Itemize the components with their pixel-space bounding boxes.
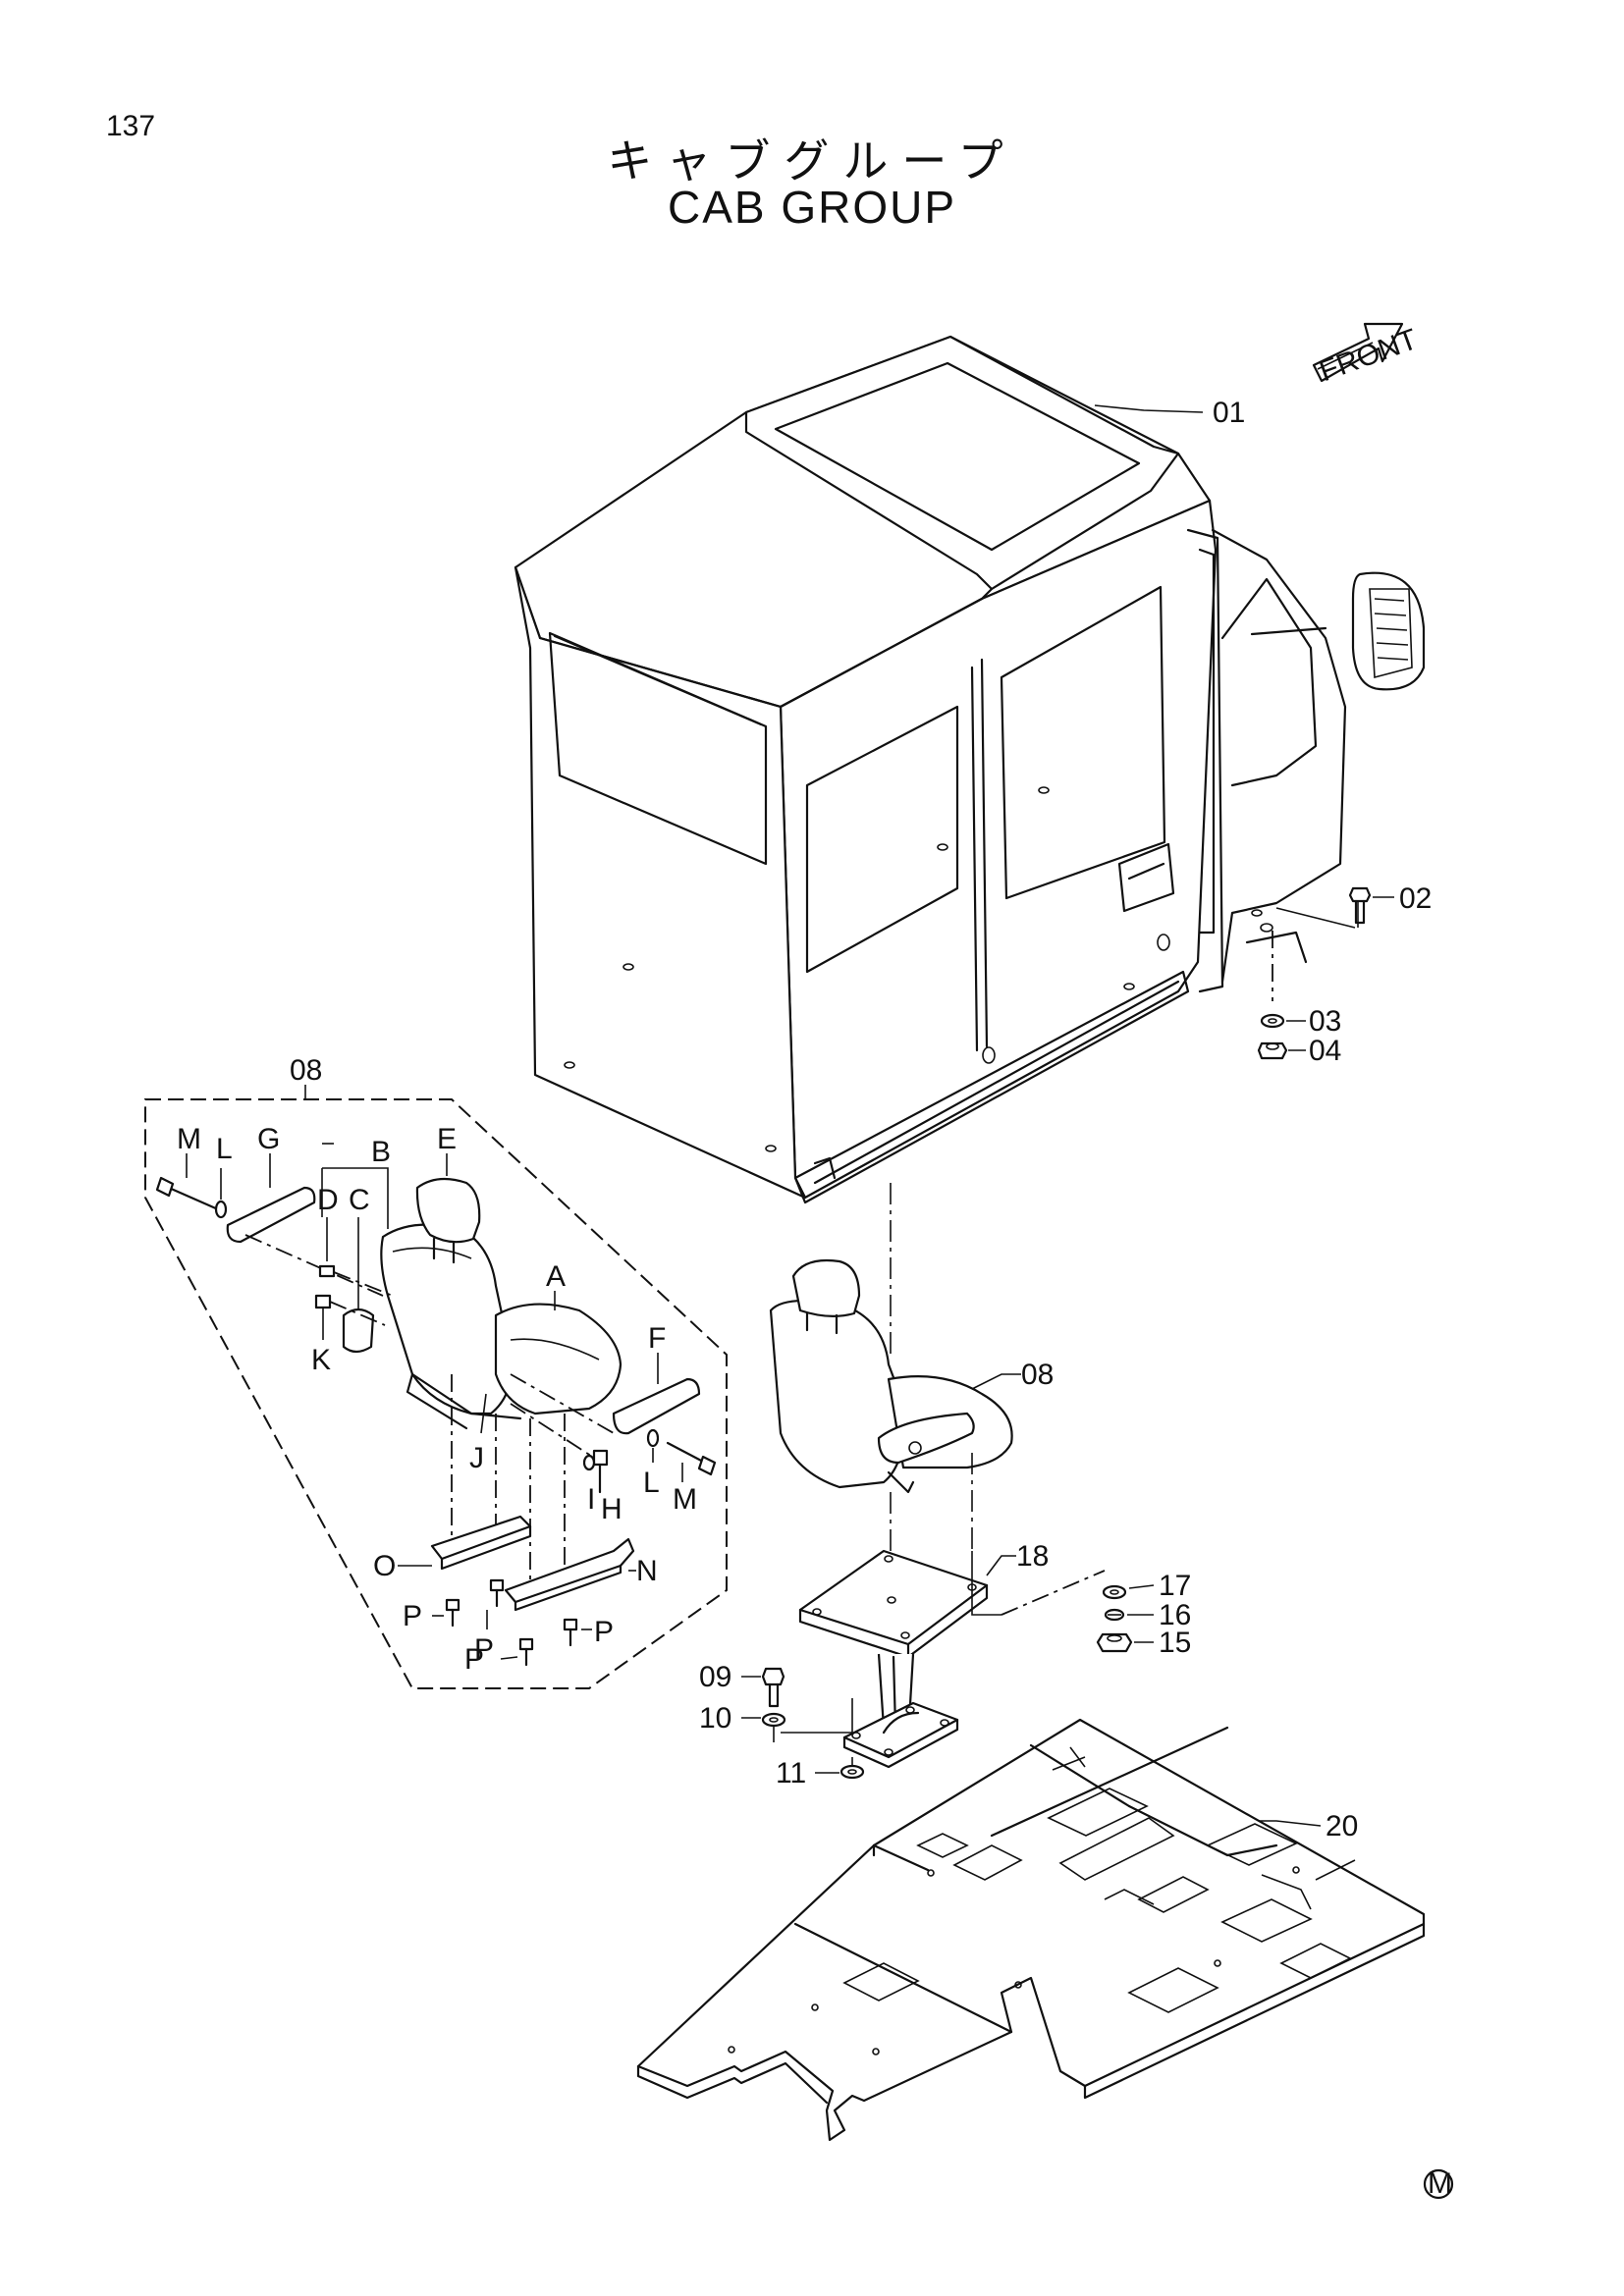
nut-04-icon [1257, 1041, 1288, 1060]
callout-18: 18 [1016, 1540, 1049, 1573]
seat-kit-detail: 08 E A G M L B D [144, 1054, 728, 1689]
part-A-label: A [546, 1260, 566, 1293]
stand-top-hardware: 17 16 15 [971, 1551, 1191, 1659]
bolt-09-icon [761, 1667, 785, 1708]
cab-body: 01 [514, 335, 1426, 1204]
callout-17: 17 [1159, 1570, 1191, 1602]
part-P1-label: P [403, 1600, 422, 1632]
callout-08-kit: 08 [290, 1054, 322, 1087]
part-B-label: B [371, 1136, 391, 1168]
part-N-label: N [636, 1555, 658, 1587]
callout-20: 20 [1326, 1810, 1358, 1842]
part-G-label: G [257, 1123, 280, 1155]
front-direction-arrow-icon: FRONT [1312, 322, 1422, 388]
part-M1-label: M [177, 1123, 201, 1155]
spring-washer-16-icon [1104, 1608, 1125, 1622]
screw-P-icons [445, 1578, 578, 1667]
nut-15-icon [1096, 1632, 1133, 1653]
callout-01: 01 [1213, 397, 1245, 429]
page-number: 137 [106, 110, 156, 142]
slide-rail-N [504, 1537, 635, 1612]
washer-10-icon [761, 1712, 786, 1728]
part-P4-label: P [594, 1616, 614, 1648]
bolt-02-icon [1348, 886, 1372, 925]
washer-17-icon [1102, 1584, 1127, 1600]
part-F-label: F [648, 1322, 666, 1355]
part-L1-label: L [216, 1133, 233, 1165]
callout-10: 10 [699, 1702, 731, 1735]
part-H-label: H [601, 1493, 623, 1525]
part-J-label: J [469, 1442, 484, 1474]
part-K-label: K [311, 1344, 331, 1376]
callout-02: 02 [1399, 882, 1432, 915]
title-japanese: キャブグループ [607, 134, 1017, 187]
washer-03-icon [1260, 1013, 1285, 1029]
part-P3-label: P [464, 1643, 484, 1676]
svg-text:M: M [1428, 2167, 1452, 2200]
alignment-line [890, 1453, 973, 1610]
part-D-label: D [317, 1184, 339, 1216]
seat-stand-18: 18 [798, 1540, 1049, 1769]
title-english: CAB GROUP [667, 182, 957, 233]
cab-mount-hardware: 02 03 04 [1257, 882, 1432, 1067]
callout-16: 16 [1159, 1599, 1191, 1631]
part-O-label: O [373, 1550, 396, 1582]
part-I-label: I [587, 1483, 595, 1516]
callout-08-seat: 08 [1021, 1359, 1054, 1391]
stand-mount-hardware: 09 10 11 [699, 1661, 865, 1789]
callout-03: 03 [1309, 1005, 1341, 1038]
callout-04: 04 [1309, 1035, 1341, 1067]
part-M2-label: M [673, 1483, 697, 1516]
washer-11-icon [839, 1764, 865, 1780]
callout-09: 09 [699, 1661, 731, 1693]
callout-15: 15 [1159, 1627, 1191, 1659]
maker-mark-icon: M [1423, 2167, 1454, 2200]
floor-mat-20: 20 [636, 1718, 1426, 2142]
callout-11: 11 [776, 1757, 806, 1789]
part-E-label: E [437, 1123, 457, 1155]
part-L2-label: L [643, 1467, 660, 1499]
part-C-label: C [349, 1184, 370, 1216]
assembled-seat: 08 [769, 1258, 1054, 1494]
slide-rail-O [430, 1515, 532, 1571]
part-P2-label: P [474, 1633, 494, 1666]
